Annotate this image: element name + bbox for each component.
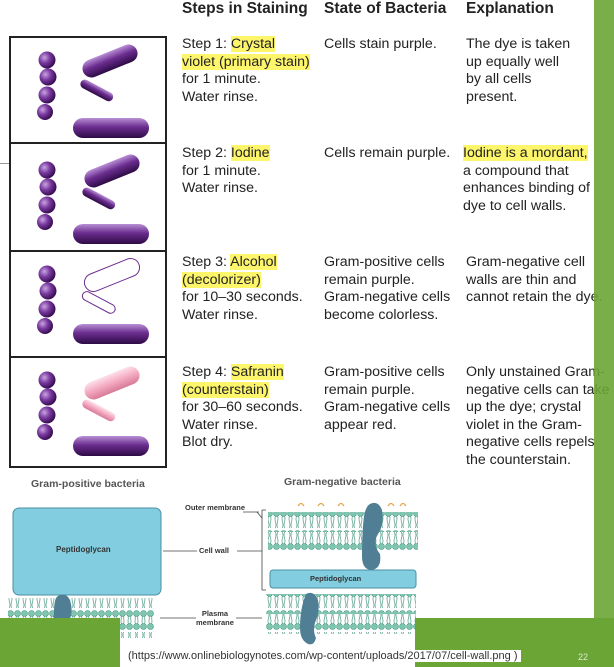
page-number: 22 [578,652,589,662]
explanation-2-text: Iodine is a mordant, a compound that enh… [463,145,591,214]
state-2-text: Cells remain purple. [324,145,451,161]
state-4-text: Gram-positive cells remain purple. Gram-… [324,364,451,433]
header-explanation: Explanation [466,0,554,17]
explanation-1-text: The dye is taken up equally well by all … [466,36,571,105]
explanation-3-text: Gram-negative cell walls are thin and ca… [466,254,603,305]
divider-line [0,163,12,164]
step-4-text: Step 4: Safranin (counterstain) for 30–6… [182,364,303,450]
peptidoglycan-right-label: Peptidoglycan [310,574,362,583]
stain-illustration-step-4 [9,356,167,468]
explanation-4-text: Only unstained Gram- negative cells can … [466,364,610,468]
theme-green-block-left [0,618,120,667]
stain-illustration-step-3 [9,250,167,358]
gram-negative-title: Gram-negative bacteria [284,476,401,488]
header-steps: Steps in Staining [182,0,308,17]
step-3-text: Step 3: Alcohol (decolorizer) for 10–30 … [182,254,303,323]
header-state: State of Bacteria [324,0,447,17]
stain-illustration-step-2 [9,142,167,254]
theme-green-edge [594,0,614,667]
state-3-text: Gram-positive cells remain purple. Gram-… [324,254,451,323]
outer-membrane-label: Outer membrane [185,503,246,512]
step-1-text: Step 1: Crystal violet (primary stain) f… [182,36,310,105]
stain-illustration-step-1 [9,36,167,150]
gram-positive-title: Gram-positive bacteria [31,478,145,490]
source-url: (https://www.onlinebiologynotes.com/wp-c… [125,650,521,662]
cell-wall-label: Cell wall [199,546,230,555]
plasma-membrane-label: Plasma membrane [196,609,234,627]
step-2-text: Step 2: Iodine for 1 minute. Water rinse… [182,145,270,196]
state-1-text: Cells stain purple. [324,36,437,52]
peptidoglycan-left-label: Peptidoglycan [56,545,111,554]
